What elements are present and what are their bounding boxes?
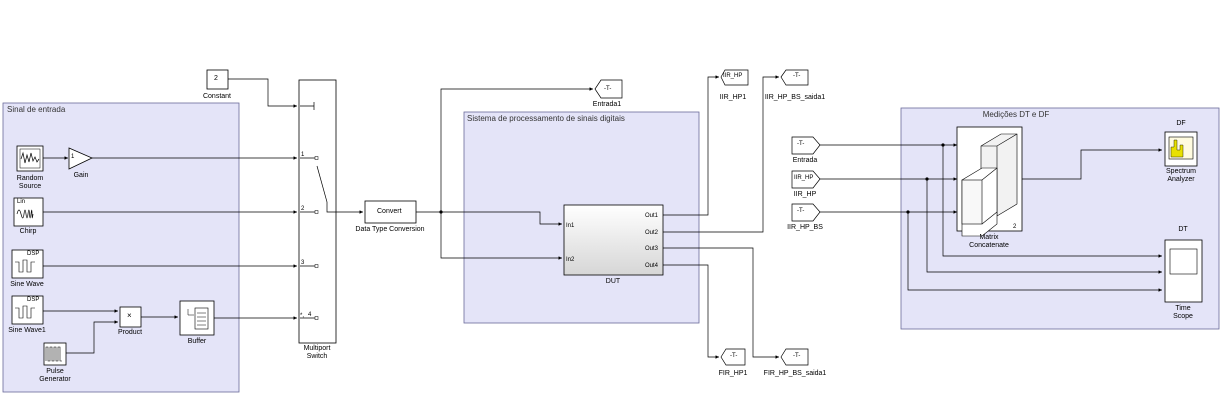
wire-out3: [663, 247, 779, 359]
matrix-concatenate-block[interactable]: [956, 126, 1023, 237]
matrix-port: 2: [1013, 224, 1017, 230]
dut-in1: In1: [566, 223, 575, 229]
goto-fir-hp-bs-saida1[interactable]: [780, 348, 809, 366]
from-entrada[interactable]: [791, 136, 821, 155]
product-block[interactable]: [119, 306, 142, 328]
goto-iir-hp1[interactable]: [720, 69, 749, 86]
wire-out4: [663, 264, 719, 359]
spectrum-analyzer-block[interactable]: [1164, 131, 1198, 167]
switch-port-3: 3: [301, 260, 305, 266]
dut-block[interactable]: [563, 204, 664, 276]
time-scope-block[interactable]: [1164, 239, 1203, 303]
wire-scope-2: [926, 179, 1162, 274]
from-iir-hp[interactable]: [791, 170, 821, 189]
wire-out1: [663, 75, 719, 216]
convert-block[interactable]: [364, 200, 417, 224]
goto-entrada1[interactable]: [594, 79, 623, 99]
wire-scope-3: [907, 212, 1162, 292]
wire-scope-1: [942, 145, 1162, 258]
sine-wave-block[interactable]: [11, 249, 44, 279]
wire-branch-entrada1: [440, 87, 593, 212]
dut-out1: Out1: [645, 213, 659, 219]
constant-block[interactable]: [206, 69, 229, 90]
switch-port-2: 2: [301, 206, 305, 212]
wire-branch-in2: [440, 212, 562, 260]
sine-wave1-block[interactable]: [11, 295, 44, 325]
wire-pulse-product: [66, 320, 118, 354]
wires: [43, 75, 1162, 359]
dut-out2: Out2: [645, 230, 659, 236]
wire-constant: [228, 78, 297, 108]
pulse-generator-block[interactable]: [43, 342, 67, 366]
chirp-block[interactable]: [13, 197, 44, 227]
dut-out4: Out4: [645, 263, 659, 269]
from-iir-hp-bs[interactable]: [791, 203, 821, 222]
switch-port-4: 4: [308, 312, 312, 318]
wire-matrix-spectrum: [1022, 148, 1162, 180]
goto-fir-hp1[interactable]: [720, 348, 746, 366]
random-source-block[interactable]: [16, 145, 44, 172]
multiport-switch-block[interactable]: [298, 79, 337, 344]
dut-out3: Out3: [645, 246, 659, 252]
switch-port-1: 1: [301, 152, 305, 158]
junctions: [439, 143, 945, 214]
buffer-block[interactable]: [179, 300, 215, 336]
wire-convert-dut: [416, 211, 562, 226]
dut-in2: In2: [566, 257, 575, 263]
goto-iir-hp-bs-saida1[interactable]: [780, 69, 809, 86]
gain-block[interactable]: [68, 147, 93, 170]
wire-out2: [663, 75, 779, 233]
switch-star: *,: [300, 313, 304, 319]
